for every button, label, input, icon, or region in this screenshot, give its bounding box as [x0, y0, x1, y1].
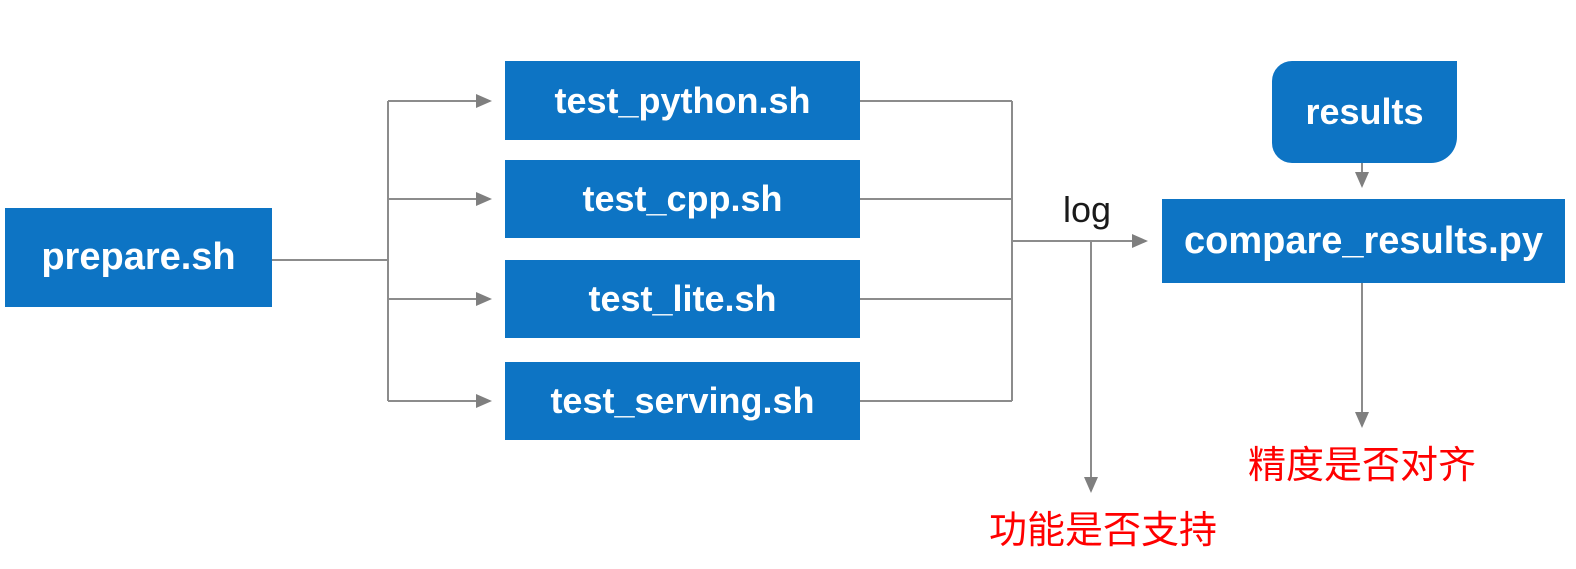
node-results: results	[1272, 61, 1457, 163]
node-prepare-sh-label: prepare.sh	[41, 236, 236, 278]
node-results-label: results	[1305, 91, 1424, 132]
node-compare-results-py-label: compare_results.py	[1183, 219, 1544, 262]
outcome-precision-aligned: 精度是否对齐	[1247, 445, 1476, 487]
outcome-function-supported: 功能是否支持	[988, 510, 1217, 552]
node-test-lite-sh: test_lite.sh	[505, 260, 860, 338]
log-edge-label: log	[1062, 189, 1112, 230]
node-compare-results-py: compare_results.py	[1162, 199, 1565, 283]
node-test-lite-sh-label: test_lite.sh	[588, 278, 777, 319]
node-test-serving-sh-label: test_serving.sh	[550, 380, 815, 421]
node-test-cpp-sh: test_cpp.sh	[505, 160, 860, 238]
node-test-python-sh: test_python.sh	[505, 61, 860, 140]
node-test-serving-sh: test_serving.sh	[505, 362, 860, 440]
node-test-python-sh-label: test_python.sh	[554, 79, 811, 121]
node-test-cpp-sh-label: test_cpp.sh	[582, 178, 783, 219]
node-prepare-sh: prepare.sh	[5, 208, 272, 307]
